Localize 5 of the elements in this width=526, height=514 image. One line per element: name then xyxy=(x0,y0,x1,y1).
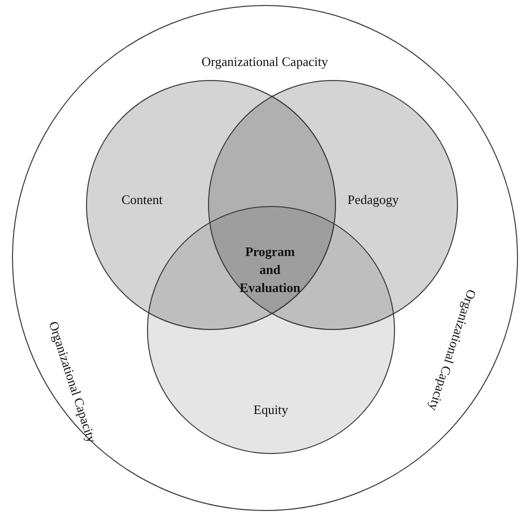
region-label: Equity xyxy=(254,402,288,418)
region-label: Organizational Capacity xyxy=(202,54,328,70)
region-label: Pedagogy xyxy=(348,192,399,208)
overlap-label: Program and Evaluation xyxy=(238,243,302,297)
region-label: Content xyxy=(122,192,163,208)
